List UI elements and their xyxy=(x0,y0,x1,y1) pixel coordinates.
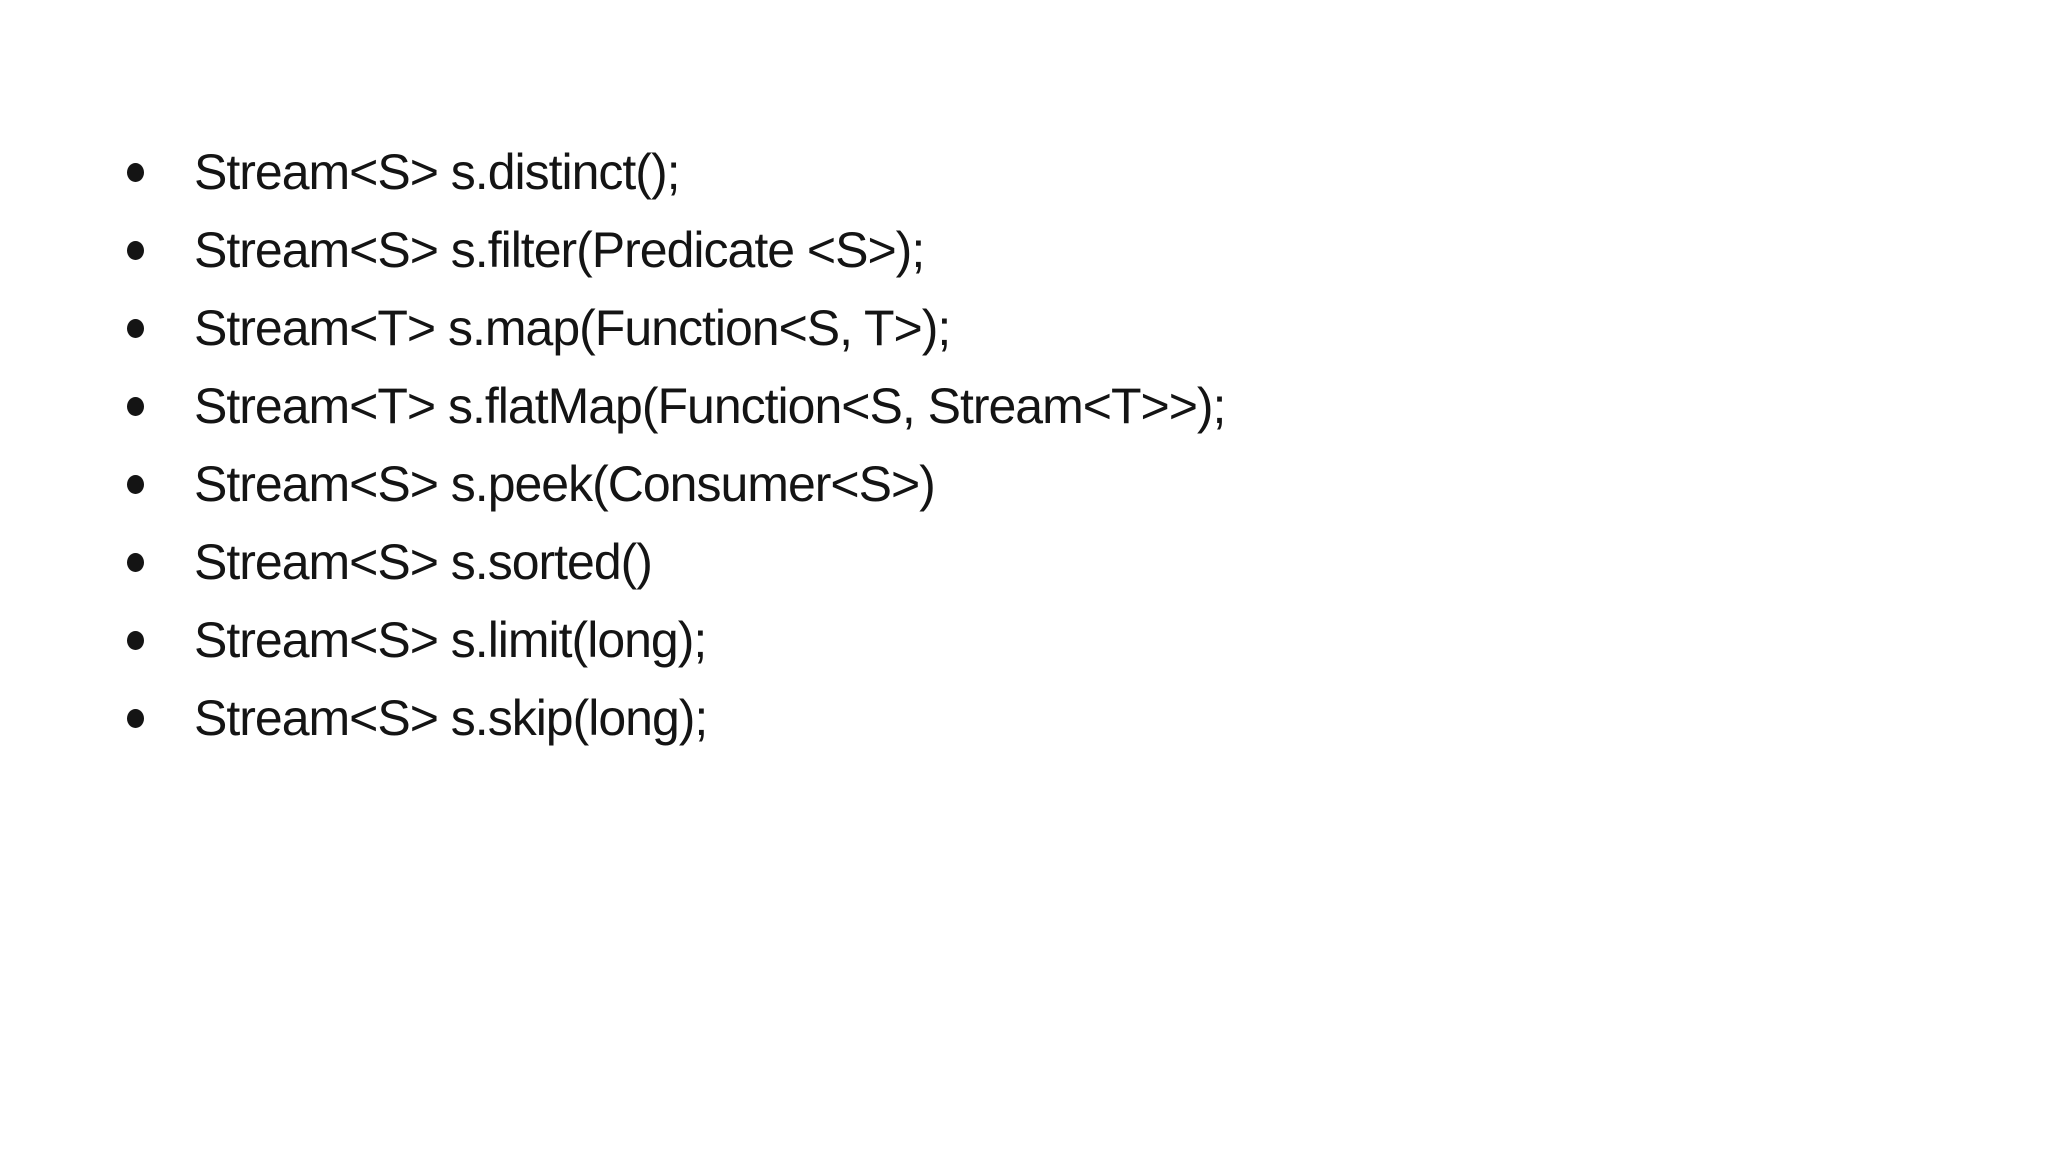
list-item-text: Stream<T> s.map(Function<S, T>); xyxy=(194,300,951,356)
bullet-icon xyxy=(127,162,144,182)
list-item: Stream<T> s.map(Function<S, T>); xyxy=(127,289,1225,367)
list-item-text: Stream<S> s.sorted() xyxy=(194,534,653,590)
list-item-text: Stream<S> s.distinct(); xyxy=(194,144,680,200)
list-item: Stream<S> s.distinct(); xyxy=(127,133,1225,211)
list-item-text: Stream<S> s.skip(long); xyxy=(194,690,708,746)
bullet-icon xyxy=(127,630,144,650)
list-item: Stream<S> s.filter(Predicate <S>); xyxy=(127,211,1225,289)
list-item: Stream<S> s.limit(long); xyxy=(127,601,1225,679)
list-item-text: Stream<T> s.flatMap(Function<S, Stream<T… xyxy=(194,378,1226,434)
bullet-icon xyxy=(127,552,144,572)
stream-methods-list: Stream<S> s.distinct(); Stream<S> s.filt… xyxy=(127,133,1226,757)
list-item-text: Stream<S> s.limit(long); xyxy=(194,612,707,668)
list-item: Stream<T> s.flatMap(Function<S, Stream<T… xyxy=(127,367,1226,445)
bullet-icon xyxy=(127,396,144,416)
list-item: Stream<S> s.sorted() xyxy=(127,523,1225,601)
bullet-icon xyxy=(127,318,144,338)
bullet-icon xyxy=(127,474,144,494)
bullet-icon xyxy=(127,708,144,728)
list-item-text: Stream<S> s.peek(Consumer<S>) xyxy=(194,456,936,512)
list-item: Stream<S> s.peek(Consumer<S>) xyxy=(127,445,1225,523)
list-item: Stream<S> s.skip(long); xyxy=(127,679,1225,757)
bullet-icon xyxy=(127,240,144,260)
list-item-text: Stream<S> s.filter(Predicate <S>); xyxy=(194,222,925,278)
